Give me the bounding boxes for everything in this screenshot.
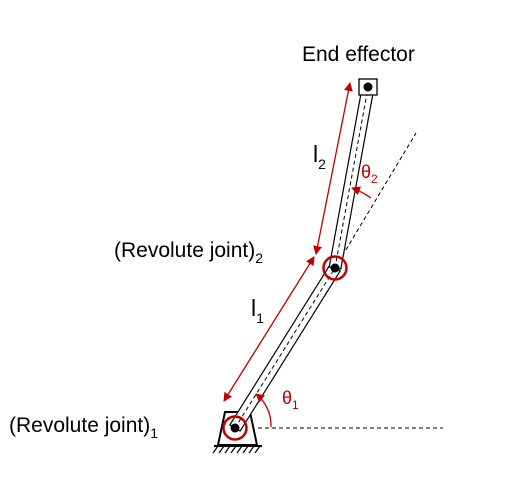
theta-1-label: θ1 (282, 388, 299, 412)
revolute-joint-icon (322, 255, 348, 281)
joint-1-ring (222, 415, 248, 441)
link-2-label: l2 (313, 141, 326, 172)
theta-1-label-main: θ (282, 388, 292, 408)
joint-1-label: (Revolute joint)1 (9, 414, 158, 441)
theta-2-label-main: θ (361, 162, 371, 182)
link-1-label-main: l (251, 295, 256, 321)
theta-1-label-sub: 1 (292, 398, 299, 412)
joint-2-label-main: (Revolute joint) (114, 239, 255, 262)
link-1-label-sub: 1 (256, 310, 264, 326)
link-1-length-arrow (223, 256, 315, 402)
link-1-label: l1 (251, 295, 264, 326)
link-2-label-main: l (313, 141, 318, 167)
joint-2-pin (330, 263, 340, 273)
theta-1-arc (255, 393, 272, 428)
joint-1-pin (230, 423, 240, 433)
joint-2-label-sub: 2 (255, 250, 263, 266)
theta-2-arc (351, 186, 372, 199)
joint-2-label: (Revolute joint)2 (114, 239, 263, 266)
joint-1-label-main: (Revolute joint) (9, 414, 150, 437)
reference-link1-extension (334, 132, 417, 269)
end-effector-pin (363, 82, 373, 92)
theta-2-label: θ2 (361, 162, 378, 186)
revolute-joint-1 (222, 415, 248, 441)
theta-2-label-sub: 2 (371, 172, 378, 186)
end-effector-label: End effector (302, 43, 415, 66)
hatched-ground-icon (212, 445, 261, 454)
joint-1-label-sub: 1 (150, 425, 158, 441)
link-2-length-arrow (313, 82, 353, 255)
joint-2-ring (322, 255, 348, 281)
link-2-label-sub: 2 (318, 156, 326, 172)
end-effector (358, 78, 378, 96)
